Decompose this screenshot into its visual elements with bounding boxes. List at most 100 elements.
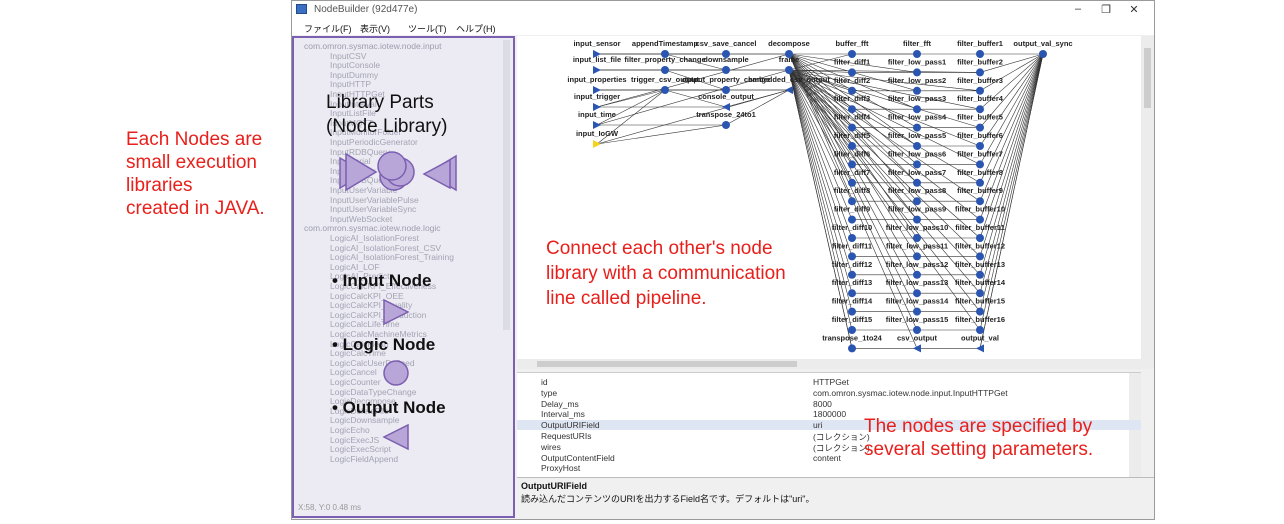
logic-node-marker[interactable] (848, 197, 856, 206)
tree-node-item[interactable]: InputListFile (330, 108, 376, 119)
logic-node-marker[interactable] (913, 178, 921, 187)
graph-node[interactable]: filter_low_pass2 (888, 76, 946, 95)
tree-node-item[interactable]: LogicDecompose (330, 396, 396, 407)
graph-node[interactable]: filter_buffer3 (957, 76, 1003, 95)
input-node-marker[interactable] (593, 66, 601, 74)
tree-node-item[interactable]: LogicAI_IsolationForest (330, 233, 419, 243)
graph-node[interactable]: filter_low_pass3 (888, 94, 946, 114)
graph-node[interactable]: filter_diff10 (832, 223, 872, 242)
logic-node-marker[interactable] (848, 270, 856, 279)
graph-node[interactable]: filter_low_pass14 (886, 297, 949, 316)
tree-node-item[interactable]: InputUserVariablePulse (330, 194, 419, 205)
graph-node[interactable]: filter_diff3 (834, 94, 870, 114)
logic-node-marker[interactable] (848, 234, 856, 242)
property-row[interactable]: RequestURIs(コレクション) (517, 431, 1141, 442)
logic-node-marker[interactable] (848, 105, 856, 114)
graph-node[interactable]: filter_diff12 (832, 260, 872, 279)
logic-node-marker[interactable] (976, 234, 984, 242)
graph-node[interactable]: filter_low_pass1 (888, 57, 946, 77)
tree-node-item[interactable]: LogicCancel (330, 367, 377, 378)
input-node-marker[interactable] (593, 50, 601, 58)
logic-node-marker[interactable] (848, 178, 856, 187)
graph-node[interactable]: filter_buffer1 (957, 39, 1003, 58)
property-value[interactable]: (コレクション) (813, 432, 870, 442)
logic-node-marker[interactable] (848, 50, 856, 58)
graph-node[interactable]: input_list_file (573, 55, 621, 74)
graph-node[interactable]: filter_buffer2 (957, 57, 1003, 77)
input-node-marker[interactable] (593, 86, 601, 94)
tree-node-item[interactable]: InputRDBQuery (330, 146, 390, 157)
graph-node[interactable]: filter_diff15 (832, 315, 872, 334)
tree-node-item[interactable]: LogicEcho (330, 425, 370, 435)
maximize-button[interactable]: ❐ (1101, 4, 1111, 16)
canvas-horizontal-scrollbar[interactable] (517, 359, 1141, 369)
graph-node[interactable]: filter_buffer7 (957, 149, 1003, 169)
tree-node-item[interactable]: LogicCalcMean (330, 338, 389, 349)
graph-node[interactable]: input_trigger (574, 92, 620, 111)
graph-node[interactable]: csv_save_cancel (696, 39, 757, 58)
property-value[interactable]: 1800000 (813, 409, 847, 420)
logic-node-marker[interactable] (913, 105, 921, 114)
logic-node-marker[interactable] (976, 160, 984, 169)
logic-node-marker[interactable] (913, 252, 921, 261)
tree-node-item[interactable]: LogicCalcKPI_Quality (330, 300, 413, 311)
graph-node[interactable]: frame (779, 55, 799, 74)
canvas-scroll-thumb[interactable] (537, 361, 797, 367)
logic-node-marker[interactable] (913, 197, 921, 206)
logic-node-marker[interactable] (976, 197, 984, 206)
logic-node-marker[interactable] (722, 121, 730, 129)
graph-node[interactable]: filter_buffer9 (957, 186, 1003, 206)
logic-node-marker[interactable] (913, 307, 921, 316)
logic-node-marker[interactable] (976, 142, 984, 150)
tree-node-item[interactable]: LogicCalcKPI_Production (330, 309, 427, 320)
graph-node[interactable]: transpose_24to1 (696, 110, 756, 129)
graph-node[interactable]: filter_low_pass4 (888, 113, 947, 132)
logic-node-marker[interactable] (913, 86, 921, 95)
close-button[interactable]: ✕ (1129, 4, 1139, 16)
graph-node[interactable]: filter_buffer6 (957, 131, 1003, 150)
tree-node-item[interactable]: InputHTTPGet (330, 89, 385, 99)
tree-node-item[interactable]: LogicAI_LOF (330, 261, 380, 272)
logic-node-marker[interactable] (848, 252, 856, 261)
output-node-marker[interactable] (785, 86, 793, 94)
tree-node-item[interactable]: LogicDownsample (330, 415, 400, 426)
tree-node-item[interactable]: InputInterval (330, 98, 377, 109)
logic-node-marker[interactable] (913, 326, 921, 334)
tree-node-item[interactable]: LogicCalcTime (330, 348, 386, 359)
graph-node[interactable]: input_sensor (573, 39, 621, 58)
tree-node-item[interactable]: InputHTTP (330, 79, 372, 90)
tree-node-item[interactable]: InputWebSocket (330, 213, 393, 224)
minimize-button[interactable]: – (1074, 3, 1082, 15)
logic-node-marker[interactable] (661, 66, 669, 74)
graph-node[interactable]: buffer_fft (836, 39, 869, 58)
logic-node-marker[interactable] (913, 270, 921, 279)
graph-node[interactable]: trigger_csv_output (631, 75, 699, 94)
logic-node-marker[interactable] (976, 50, 984, 58)
graph-node[interactable]: filter_diff8 (834, 186, 870, 206)
tree-node-item[interactable]: LogicAI_IsolationForest_Training (330, 252, 454, 263)
logic-node-marker[interactable] (976, 307, 984, 316)
tree-node-item[interactable]: LogicAI_Predict (330, 271, 390, 282)
logic-node-marker[interactable] (976, 68, 984, 77)
graph-node[interactable]: filter_property_change (624, 55, 706, 74)
logic-node-marker[interactable] (722, 66, 730, 74)
tree-node-item[interactable]: InputUserVariableSync (330, 204, 417, 215)
canvas-vertical-scrollbar[interactable] (1141, 36, 1154, 369)
tree-node-item[interactable]: LogicExecJS (330, 434, 380, 445)
tree-node-item[interactable]: InputUserVariable (330, 185, 398, 195)
logic-node-marker[interactable] (913, 142, 921, 150)
logic-node-marker[interactable] (976, 86, 984, 95)
graph-node[interactable]: filter_diff13 (832, 278, 872, 298)
graph-node[interactable]: filter_buffer11 (955, 223, 1005, 242)
tree-node-item[interactable]: LogicAI_IsolationForest_CSV (330, 242, 442, 253)
graph-node[interactable]: appendTimestamp (632, 39, 699, 58)
logic-node-marker[interactable] (976, 105, 984, 114)
property-value[interactable]: content (813, 452, 841, 463)
graph-node[interactable]: input_properties (567, 75, 627, 94)
canvas-vscroll-thumb[interactable] (1144, 48, 1151, 108)
